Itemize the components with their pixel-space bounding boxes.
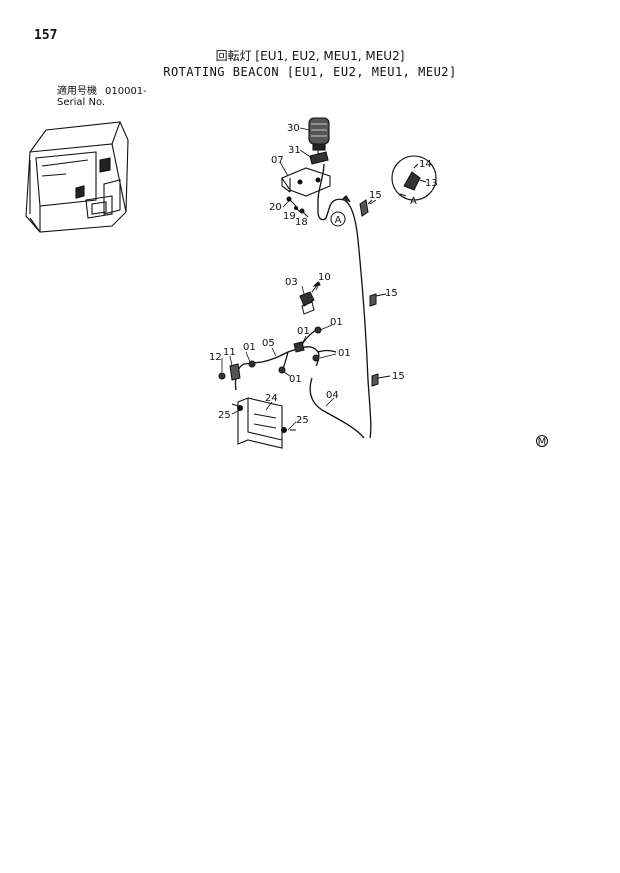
m-mark: M bbox=[536, 435, 548, 448]
serial-label-jp: 適用号機 bbox=[57, 86, 97, 97]
detail-callout-14: 14 bbox=[419, 159, 432, 170]
callout-19: 19 bbox=[283, 211, 296, 222]
page-title-jp: 回転灯 [EU1, EU2, MEU1, MEU2] bbox=[215, 49, 405, 63]
leader-lines bbox=[221, 127, 377, 431]
callout-10: 10 bbox=[318, 272, 331, 283]
callout-03: 03 bbox=[285, 277, 298, 288]
callout-18: 18 bbox=[295, 217, 308, 228]
harness-connectors bbox=[218, 326, 322, 381]
callout-05: 05 bbox=[262, 338, 275, 349]
callout-01-a: 01 bbox=[330, 317, 343, 328]
callout-30: 30 bbox=[287, 123, 300, 134]
callout-15-mid: 15 bbox=[385, 288, 398, 299]
serial-label-en: Serial No. bbox=[57, 97, 106, 108]
clip-15-mid bbox=[369, 293, 387, 307]
callout-20: 20 bbox=[269, 202, 282, 213]
plate-24 bbox=[231, 397, 296, 449]
callout-a-text: A bbox=[335, 215, 342, 226]
detail-callout-13: 13 bbox=[425, 178, 438, 189]
callout-01-d: 01 bbox=[243, 342, 256, 353]
callout-15-low: 15 bbox=[392, 371, 405, 382]
clip-15-low bbox=[371, 373, 391, 387]
callout-31: 31 bbox=[288, 145, 301, 156]
callouts: 30 31 07 20 19 18 15 03 10 01 01 01 12 1… bbox=[209, 123, 405, 426]
callout-25-b: 25 bbox=[296, 415, 309, 426]
page-title-en: ROTATING BEACON [EU1, EU2, MEU1, MEU2] bbox=[163, 65, 457, 79]
detail-view-a: 14 13 A bbox=[391, 155, 438, 207]
serial-block: 適用号機 010001- Serial No. bbox=[57, 86, 147, 108]
harness-05 bbox=[234, 329, 337, 391]
beacon-bracket bbox=[281, 167, 331, 197]
harness-main bbox=[317, 163, 372, 439]
rotating-beacon bbox=[308, 117, 330, 165]
callout-11: 11 bbox=[223, 347, 236, 358]
harness-04 bbox=[309, 377, 365, 439]
m-mark-text: M bbox=[538, 437, 547, 448]
callout-01-e: 01 bbox=[289, 374, 302, 385]
serial-value: 010001- bbox=[105, 86, 147, 97]
clip-15-top bbox=[359, 199, 373, 217]
page-number: 157 bbox=[34, 28, 58, 43]
callout-01-c: 01 bbox=[338, 348, 351, 359]
cab-overview bbox=[25, 121, 129, 233]
callout-15-top: 15 bbox=[369, 190, 382, 201]
callout-07: 07 bbox=[271, 155, 284, 166]
callout-24: 24 bbox=[265, 393, 278, 404]
callout-04: 04 bbox=[326, 390, 339, 401]
connector-a-callout: A bbox=[330, 211, 346, 227]
detail-view-label: A bbox=[410, 196, 417, 207]
callout-12: 12 bbox=[209, 352, 222, 363]
callout-01-b: 01 bbox=[297, 326, 310, 337]
callout-25-a: 25 bbox=[218, 410, 231, 421]
switch-03 bbox=[299, 281, 321, 315]
